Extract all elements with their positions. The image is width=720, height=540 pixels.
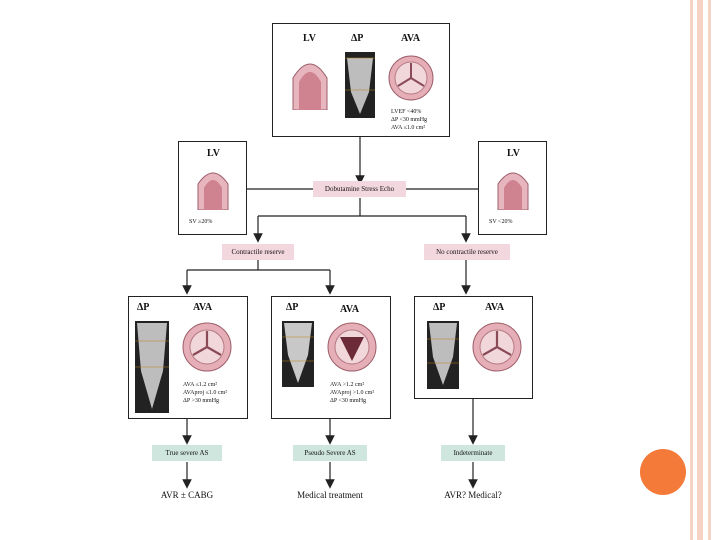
contractile-reserve-tag: Contractile reserve [222,244,294,260]
note-ava: AVA ≤1.2 cm² [183,382,218,388]
dp-label: ΔP [286,302,299,313]
lv-label: LV [207,148,220,159]
outcome-avr-cabg: AVR ± CABG [160,490,214,500]
note-ava-proj: AVAproj ≤1.0 cm² [183,390,228,396]
no-contractile-reserve-tag: No contractile reserve [424,244,510,260]
note-ava-proj: AVAproj >1.0 cm² [330,390,375,396]
decor-stripe-1 [690,0,693,540]
initial-findings-box: LV ΔP AVA LVEF <40% ΔP <30 mmHg AVA ≤1.0… [272,23,450,137]
aortic-valve-illustration [182,322,232,372]
lv-illustration [292,63,328,110]
pseudo-severe-panel: ΔP AVA AVA >1.2 cm² AVAproj >1.0 cm² ΔP … [271,296,391,419]
criterion-lvef: LVEF <40% [391,109,422,115]
ava-label: AVA [485,302,505,313]
criterion-dp: ΔP <30 mmHg [391,117,428,123]
outcome-avr-or-medical: AVR? Medical? [444,490,502,500]
indeterminate-panel: ΔP AVA [414,296,533,399]
dp-label: ΔP [137,302,150,313]
decor-stripe-2 [697,0,703,540]
lv-label: LV [507,148,520,159]
sv-criterion: SV ≥20% [189,219,213,225]
note-dp: ΔP <30 mmHg [330,398,367,404]
dp-label: ΔP [351,33,364,44]
outcome-medical-treatment: Medical treatment [297,490,363,500]
dp-label: ΔP [433,302,446,313]
ava-label: AVA [193,302,213,313]
lv-sv-down-box: LV SV <20% [478,141,547,235]
doppler-trace [427,321,459,389]
criteria-text: LVEF <40% ΔP <30 mmHg AVA ≤1.0 cm² [391,108,427,132]
note-dp: ΔP >30 mmHg [183,398,220,404]
decor-stripe-3 [708,0,711,540]
lv-sv-up-box: LV SV ≥20% [178,141,247,235]
pseudo-severe-as-tag: Pseudo Severe AS [293,445,367,461]
orange-circle [640,449,686,495]
panel-notes: AVA >1.2 cm² AVAproj >1.0 cm² ΔP <30 mmH… [330,381,374,405]
ava-label: AVA [340,304,360,315]
panel-notes: AVA ≤1.2 cm² AVAproj ≤1.0 cm² ΔP >30 mmH… [183,381,227,405]
doppler-trace [345,52,375,118]
aortic-valve-illustration [327,322,377,372]
indeterminate-tag: Indeterminate [441,445,505,461]
lv-illustration [497,172,529,210]
criterion-ava: AVA ≤1.0 cm² [391,125,426,131]
dobutamine-stress-echo-tag: Dobutamine Stress Echo [313,181,406,197]
ava-label: AVA [401,33,421,44]
note-ava: AVA >1.2 cm² [330,382,365,388]
lv-label: LV [303,33,316,44]
lv-illustration [197,172,229,210]
true-severe-panel: ΔP AVA AVA ≤1.2 cm² AVAproj ≤1.0 cm² ΔP … [128,296,248,419]
aortic-valve-illustration [472,322,522,372]
true-severe-as-tag: True severe AS [152,445,222,461]
doppler-trace [282,321,314,387]
aortic-valve-illustration [388,55,434,101]
doppler-trace [135,321,169,413]
sv-criterion: SV <20% [489,219,513,225]
